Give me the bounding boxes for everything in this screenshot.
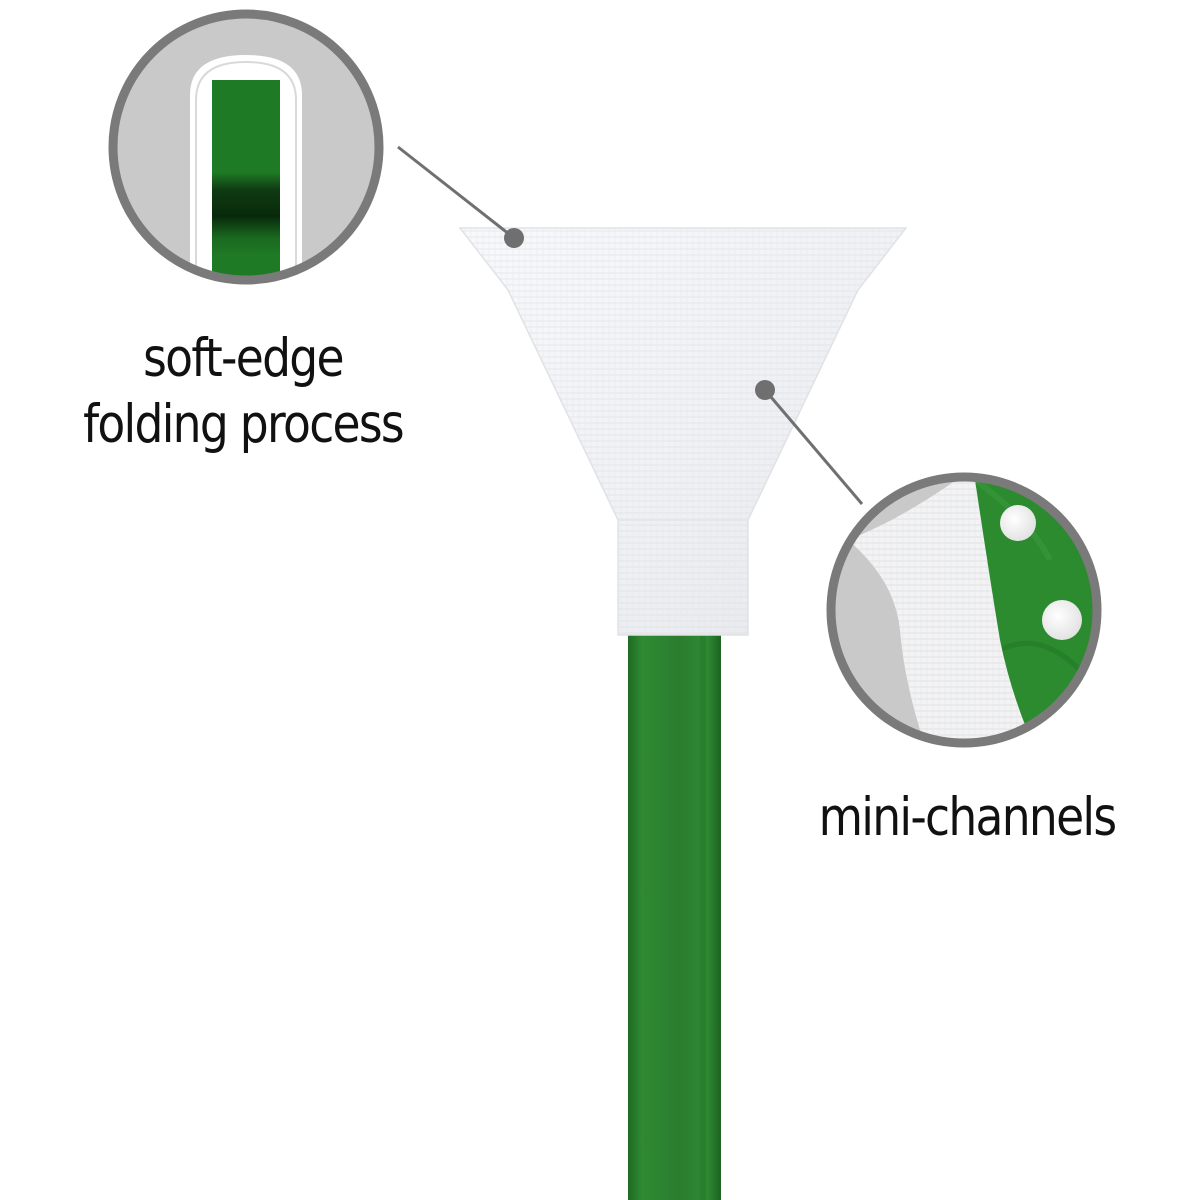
mini-channels-label: mini-channels [818,787,1118,848]
soft-edge-label-line2: folding process [83,394,405,455]
swab-pad [458,227,908,636]
mini-channels-leader-line [755,380,864,505]
mini-channels-detail-callout [826,472,1102,748]
soft-edge-label-line1: soft-edge [143,328,344,389]
soft-edge-detail-callout [108,9,384,285]
soft-edge-leader-line [397,145,524,248]
soft-edge-folding-label: soft-edge folding process [67,326,420,458]
swab-stick [628,620,721,1200]
